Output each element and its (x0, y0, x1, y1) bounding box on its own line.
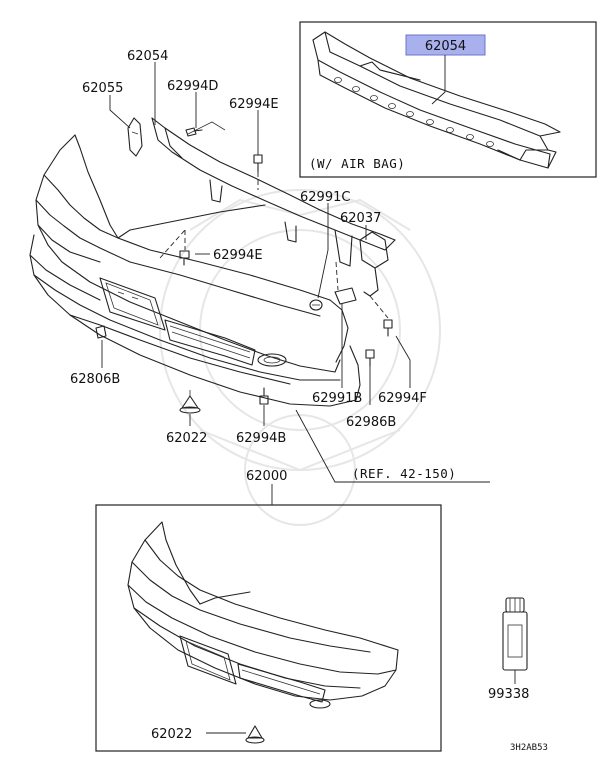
main-bumper-assembly (29, 117, 396, 414)
callout-62054-inset[interactable]: 62054 (425, 39, 466, 54)
inset-part-highlight (405, 34, 486, 56)
callout-62994F[interactable]: 62994F (378, 391, 427, 406)
callout-62037[interactable]: 62037 (340, 211, 381, 226)
callout-62986B[interactable]: 62986B (346, 415, 396, 430)
inset-bar-holes (334, 77, 494, 147)
callout-62806B[interactable]: 62806B (70, 372, 120, 387)
callout-62994B[interactable]: 62994B (236, 431, 286, 446)
inset-airbag-box: 62054 (W/ AIR BAG) (299, 21, 597, 178)
callout-62022-top[interactable]: 62022 (166, 431, 207, 446)
leader-lines (101, 62, 490, 505)
callout-62022-bottom[interactable]: 62022 (151, 727, 192, 742)
callout-62994D[interactable]: 62994D (167, 79, 218, 94)
watermark-emblem (159, 189, 441, 526)
reference-note[interactable]: (REF. 42-150) (352, 466, 456, 481)
callout-62054[interactable]: 62054 (127, 49, 168, 64)
main-callouts: 62054 62055 62994D 62994E 62991C 62037 6… (70, 49, 456, 484)
callout-99338[interactable]: 99338 (488, 687, 529, 702)
inset-note-airbag: (W/ AIR BAG) (309, 156, 405, 171)
assembly-box-62000: 62022 (95, 504, 442, 752)
diagram-code: 3H2AB53 (510, 743, 548, 753)
touch-up-bottle-99338: 99338 (488, 597, 529, 702)
callout-62991C[interactable]: 62991C (300, 190, 350, 205)
callout-62055[interactable]: 62055 (82, 81, 123, 96)
callout-62994E-mid[interactable]: 62994E (213, 248, 263, 263)
callout-62994E-top[interactable]: 62994E (229, 97, 279, 112)
callout-62000[interactable]: 62000 (246, 469, 287, 484)
callout-62991B[interactable]: 62991B (312, 391, 362, 406)
